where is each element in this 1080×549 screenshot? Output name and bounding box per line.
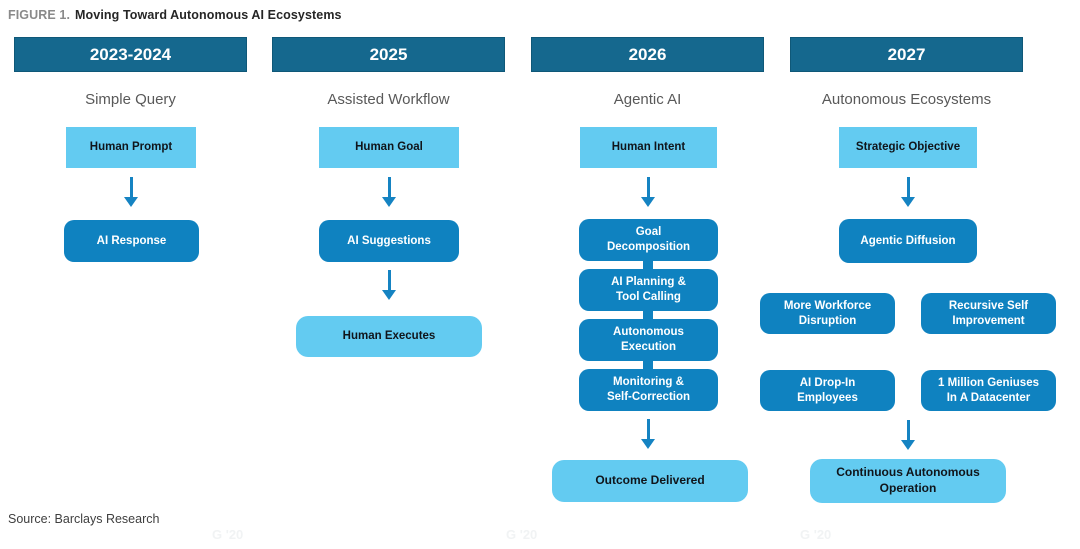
box-human-goal: Human Goal [319, 127, 459, 168]
box-autonomous-execution: Autonomous Execution [579, 319, 718, 361]
subtitle-simple-query: Simple Query [85, 91, 176, 108]
box-ai-drop-in-employees: AI Drop-In Employees [760, 370, 895, 411]
box-monitoring-self-correction: Monitoring & Self-Correction [579, 369, 718, 411]
box-ai-planning-tool-calling: AI Planning & Tool Calling [579, 269, 718, 311]
subtitle-autonomous-ecosystems: Autonomous Ecosystems [821, 91, 992, 108]
figure-title: FIGURE 1. Moving Toward Autonomous AI Eco… [8, 8, 342, 22]
down-arrow-icon [641, 419, 655, 449]
stack-connector [643, 361, 653, 369]
box-strategic-objective: Strategic Objective [839, 127, 977, 168]
year-header-2023-2024: 2023-2024 [14, 37, 247, 72]
box-agentic-diffusion: Agentic Diffusion [839, 219, 977, 263]
box-ai-suggestions: AI Suggestions [319, 220, 459, 262]
year-header-2025: 2025 [272, 37, 505, 72]
box-one-million-geniuses: 1 Million Geniuses In A Datacenter [921, 370, 1056, 411]
figure-title-text: Moving Toward Autonomous AI Ecosystems [75, 8, 342, 22]
year-header-2027: 2027 [790, 37, 1023, 72]
source-note: Source: Barclays Research [8, 512, 160, 526]
watermark-text: G '20 [212, 527, 244, 542]
down-arrow-icon [901, 177, 915, 207]
figure-label: FIGURE 1. [8, 8, 71, 22]
stack-connector [643, 311, 653, 319]
box-recursive-self-improvement: Recursive Self Improvement [921, 293, 1056, 334]
box-goal-decomposition: Goal Decomposition [579, 219, 718, 261]
box-outcome-delivered: Outcome Delivered [552, 460, 748, 502]
stack-connector [643, 261, 653, 269]
box-more-workforce-disruption: More Workforce Disruption [760, 293, 895, 334]
box-ai-response: AI Response [64, 220, 199, 262]
watermark-text: G '20 [506, 527, 538, 542]
down-arrow-icon [641, 177, 655, 207]
subtitle-agentic-ai: Agentic AI [613, 91, 682, 108]
down-arrow-icon [124, 177, 138, 207]
down-arrow-icon [382, 270, 396, 300]
year-header-2026: 2026 [531, 37, 764, 72]
subtitle-assisted-workflow: Assisted Workflow [327, 91, 450, 108]
box-human-intent: Human Intent [580, 127, 717, 168]
down-arrow-icon [382, 177, 396, 207]
box-human-prompt: Human Prompt [66, 127, 196, 168]
box-continuous-autonomous-operation: Continuous Autonomous Operation [810, 459, 1006, 503]
down-arrow-icon [901, 420, 915, 450]
watermark-text: G '20 [800, 527, 832, 542]
box-human-executes: Human Executes [296, 316, 482, 357]
